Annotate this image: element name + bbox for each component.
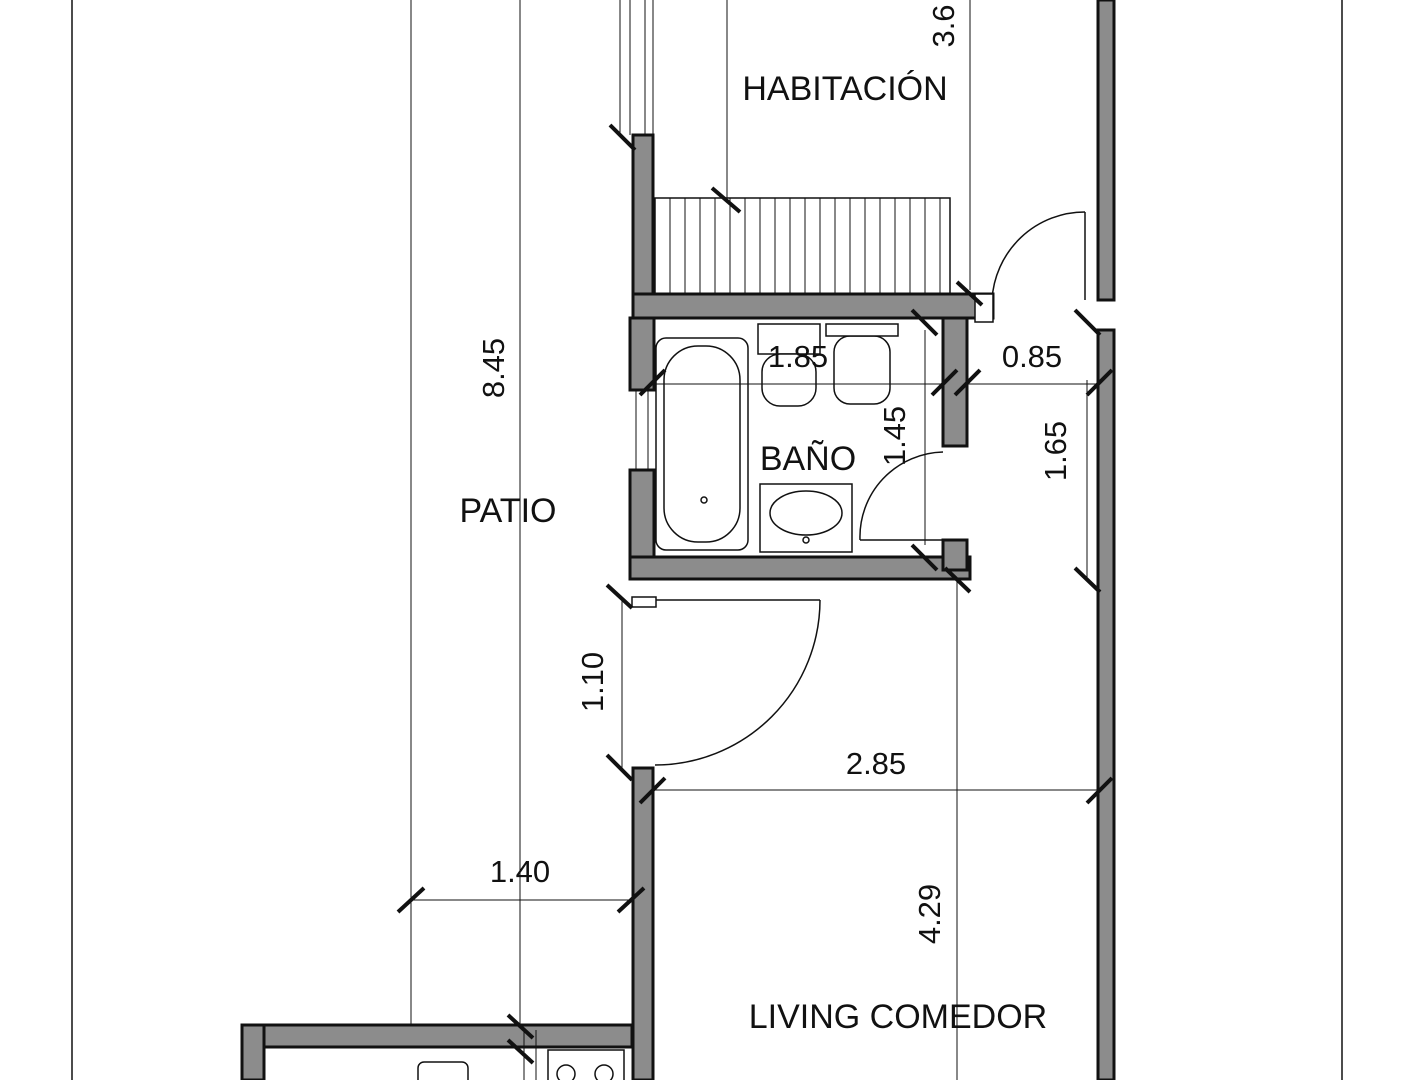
dim-habitacion-height: 3.6 <box>926 4 961 47</box>
stove <box>547 1049 625 1080</box>
room-label-patio: PATIO <box>460 492 557 530</box>
dim-patio-width: 1.40 <box>490 854 550 889</box>
dimension-lines <box>411 383 1098 901</box>
washbasin <box>759 483 853 553</box>
bathtub <box>655 337 749 551</box>
dim-bano-width: 1.85 <box>768 339 828 374</box>
window-bano <box>635 390 649 470</box>
dim-door-width: 1.10 <box>575 652 610 712</box>
dim-hall-height: 1.65 <box>1038 421 1073 481</box>
window-habitacion <box>619 0 654 135</box>
dim-living-height: 4.29 <box>912 884 947 944</box>
dimension-guides <box>410 0 1088 1080</box>
walls <box>240 0 1116 1080</box>
room-label-habitacion: HABITACIÓN <box>742 70 947 108</box>
dim-bano-height: 1.45 <box>877 406 912 466</box>
dimension-ticks <box>396 123 1114 1065</box>
bidet <box>757 323 821 407</box>
dim-patio-height: 8.45 <box>476 338 511 398</box>
door-patio <box>631 596 821 766</box>
dim-living-width: 2.85 <box>846 746 906 781</box>
dim-hall-width: 0.85 <box>1002 339 1062 374</box>
room-label-living: LIVING COMEDOR <box>749 998 1047 1036</box>
closet-frame <box>654 197 951 295</box>
closet-habitacion <box>654 197 951 295</box>
toilet <box>825 323 899 405</box>
room-label-bano: BAÑO <box>760 440 856 478</box>
kitchen-sink <box>417 1061 469 1080</box>
door-habitacion <box>974 211 1086 323</box>
door-bano <box>859 451 944 541</box>
outer-boundary <box>71 0 1343 1080</box>
